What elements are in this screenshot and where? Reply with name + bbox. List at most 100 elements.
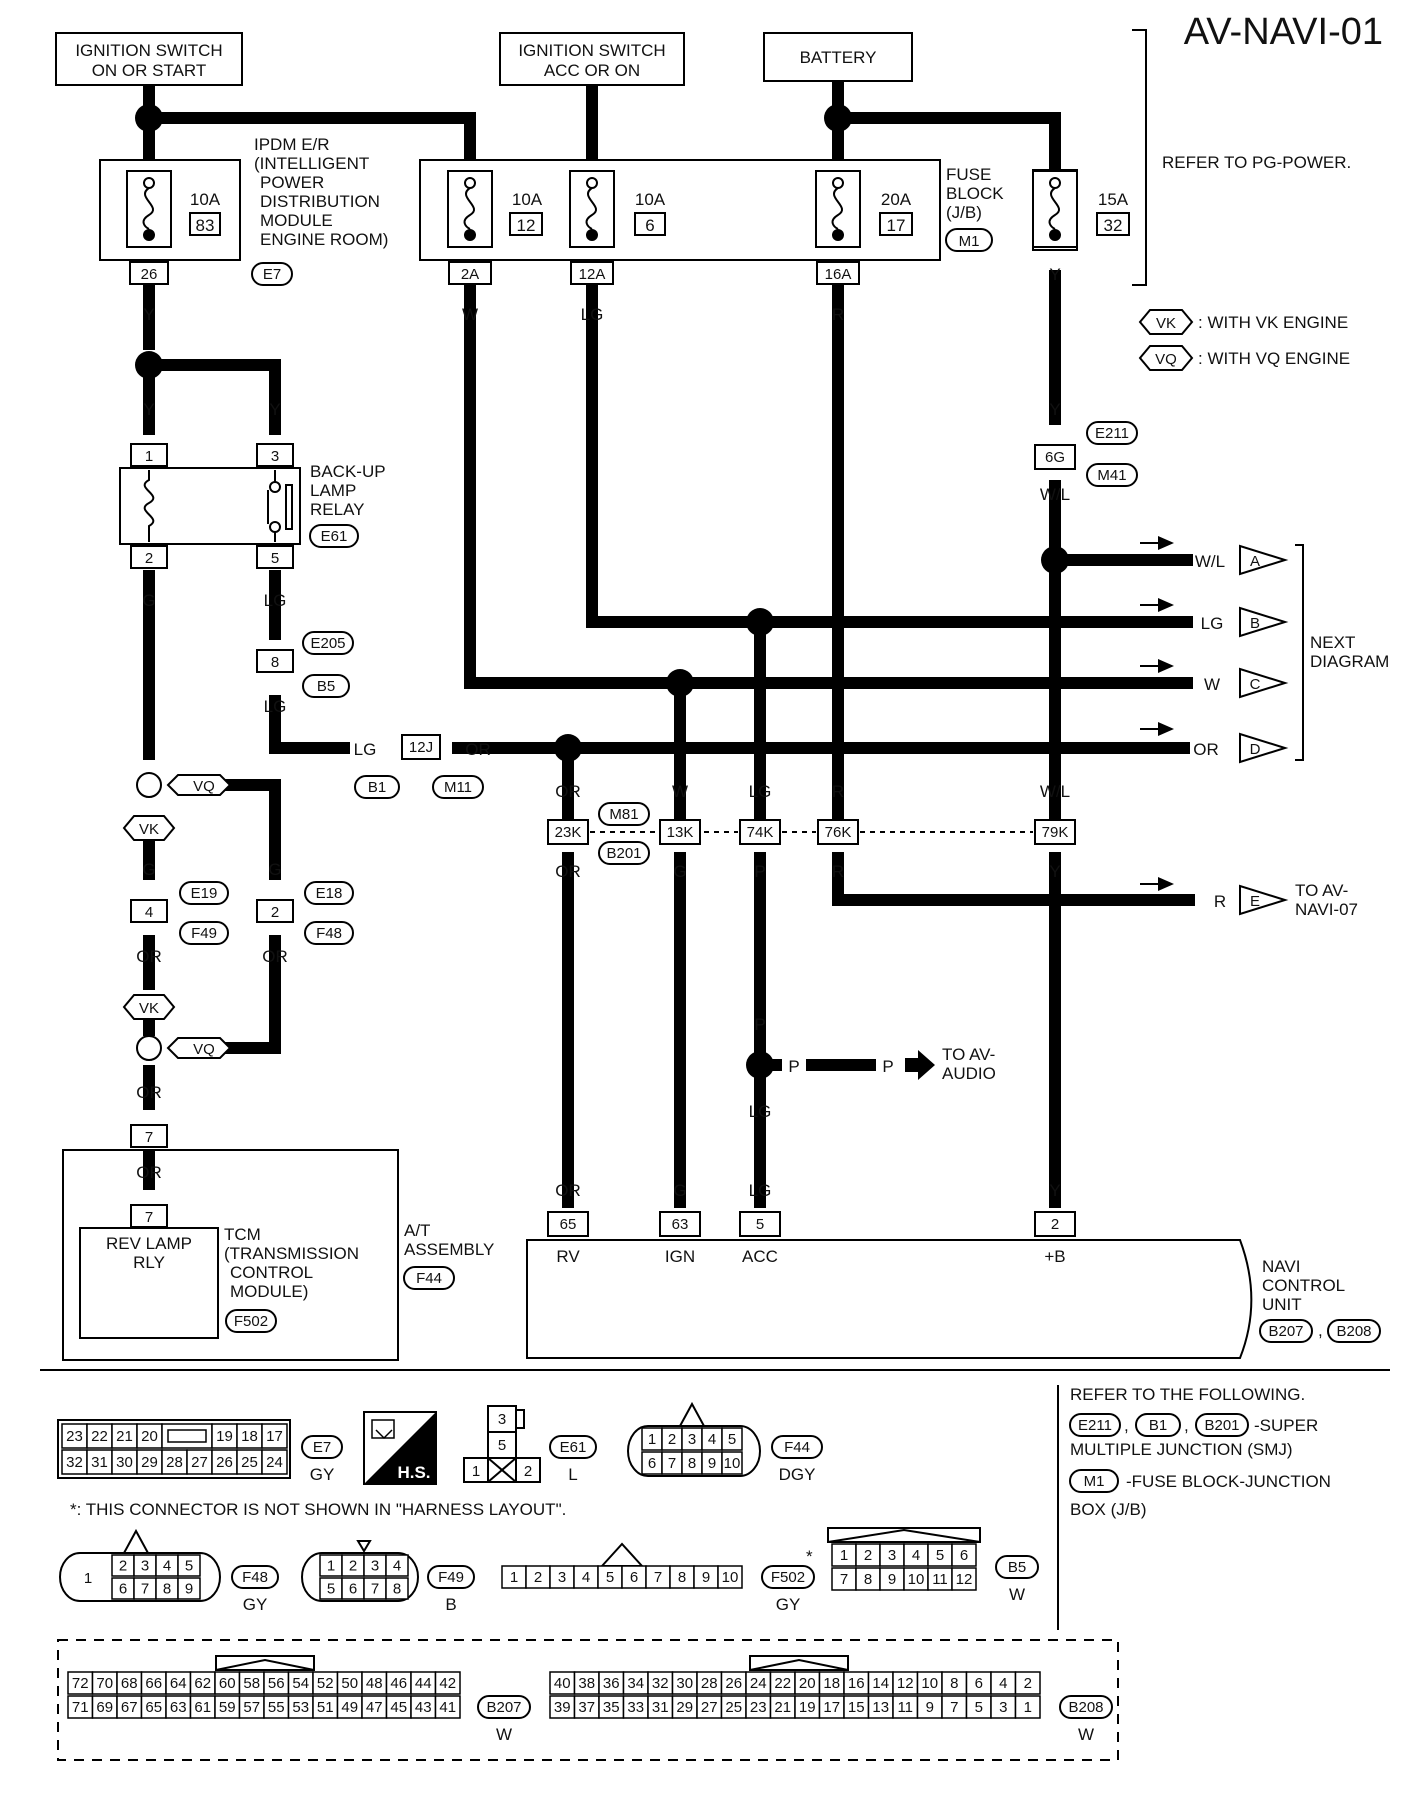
junction-connector: E19 bbox=[191, 885, 218, 902]
wire-color-label: Y bbox=[143, 305, 154, 324]
pin-number: 5 bbox=[327, 1581, 335, 1598]
pin: 2 bbox=[524, 1463, 532, 1480]
pin-number: 16 bbox=[848, 1675, 865, 1692]
hs-icon: H.S. bbox=[363, 1411, 437, 1485]
smj-pin: 76K bbox=[825, 824, 852, 841]
pin-number: 63 bbox=[170, 1699, 187, 1716]
connector-id: E7 bbox=[313, 1439, 331, 1456]
relay-terminal: 1 bbox=[145, 448, 153, 465]
arrow-letter: D bbox=[1250, 741, 1261, 758]
pin-number: 21 bbox=[116, 1428, 133, 1445]
junction-connector: B5 bbox=[317, 678, 335, 695]
wire-color-label: LG bbox=[1201, 614, 1224, 633]
pin-number: 49 bbox=[341, 1699, 358, 1716]
tcm-at-assembly: 7 OR 7 REV LAMP RLY TCM (TRANSMISSION CO… bbox=[62, 1124, 494, 1361]
jb-tag: M1 bbox=[1084, 1473, 1105, 1490]
wire-color-label: W/L bbox=[1195, 552, 1225, 571]
tcm-box-label-2: RLY bbox=[133, 1253, 165, 1272]
pin-number: 1 bbox=[648, 1431, 656, 1448]
fuse-number: 32 bbox=[1104, 216, 1123, 235]
fuse-block-terminal: 12A bbox=[579, 266, 606, 283]
pin-number: 3 bbox=[888, 1547, 896, 1564]
fuse-number: 12 bbox=[517, 216, 536, 235]
wire-color-label: R bbox=[1214, 892, 1226, 911]
ipdm-label-6: ENGINE ROOM) bbox=[260, 230, 388, 249]
pin-number: 19 bbox=[799, 1699, 816, 1716]
pin-number: 1 bbox=[327, 1558, 335, 1575]
notes: REFER TO THE FOLLOWING. E211 , B1 , B201… bbox=[70, 1385, 1331, 1519]
ipdm-fuse-amp: 10A bbox=[190, 190, 221, 209]
backup-lamp-relay: Y Y 1 3 2 5 BACK-UP LAMP RELAY E61 G LG bbox=[119, 400, 386, 610]
pin-number: 14 bbox=[872, 1675, 889, 1692]
pin-cell bbox=[721, 1427, 743, 1451]
pin-number: 3 bbox=[141, 1558, 149, 1575]
pin-number: 26 bbox=[216, 1454, 233, 1471]
next-diagram-outputs: W/L A LG B W C OR D NEXT DIAGRAM bbox=[1140, 536, 1389, 764]
pin-number: 22 bbox=[774, 1675, 791, 1692]
tcm-label-1: TCM bbox=[224, 1225, 261, 1244]
pin-number: 6 bbox=[630, 1569, 638, 1586]
pin-number: 46 bbox=[390, 1675, 407, 1692]
pin-number: 4 bbox=[912, 1547, 920, 1564]
fuse-block-label-2: BLOCK bbox=[946, 184, 1004, 203]
pin-cell bbox=[61, 1423, 88, 1449]
pin-number: 72 bbox=[72, 1675, 89, 1692]
pin-number: 11 bbox=[932, 1571, 948, 1588]
connector-id: B208 bbox=[1068, 1699, 1103, 1716]
pin-number: 2 bbox=[119, 1558, 127, 1575]
wire-color-label: OR bbox=[136, 1163, 162, 1182]
connector-color: GY bbox=[776, 1595, 801, 1614]
pin-number: 3 bbox=[371, 1558, 379, 1575]
relay-label-2: LAMP bbox=[310, 481, 356, 500]
pin-number: 9 bbox=[926, 1699, 934, 1716]
navi-pin-name: IGN bbox=[665, 1247, 695, 1266]
pin-number: 7 bbox=[141, 1581, 149, 1598]
pin-number: 38 bbox=[578, 1675, 595, 1692]
pin-12j-box bbox=[401, 734, 441, 760]
pin-number: 4 bbox=[393, 1558, 401, 1575]
navi-control-unit: OR G LG Y 65 63 5 2 RV IGN ACC +B NAVI C… bbox=[526, 1181, 1381, 1359]
pin-number: 60 bbox=[219, 1675, 236, 1692]
fuse-amp: 10A bbox=[635, 190, 666, 209]
junction-pin: 6G bbox=[1045, 449, 1065, 466]
pin-number: 61 bbox=[194, 1699, 211, 1716]
pin-number: 59 bbox=[219, 1699, 236, 1716]
source-label-2: ON OR START bbox=[92, 61, 207, 80]
pin-number: 52 bbox=[317, 1675, 334, 1692]
navi-label-3: UNIT bbox=[1262, 1295, 1302, 1314]
wire-color-label: R bbox=[832, 782, 844, 801]
wire-color-label: Y bbox=[269, 400, 280, 419]
navi-pin: 2 bbox=[1051, 1216, 1059, 1233]
vk-vq-branch: VQ VK G G 4 2 E19 F49 E18 F48 OR OR VK V… bbox=[122, 772, 354, 1102]
tcm-label-2: (TRANSMISSION bbox=[224, 1244, 359, 1263]
pin-number: 62 bbox=[194, 1675, 211, 1692]
vq-tag: VQ bbox=[1155, 351, 1177, 368]
ipdm-label-1: IPDM E/R bbox=[254, 135, 330, 154]
pin-cell bbox=[385, 1577, 409, 1600]
pin: 1 bbox=[84, 1570, 92, 1587]
junction-pin: 2 bbox=[271, 904, 279, 921]
pin: 1 bbox=[472, 1463, 480, 1480]
connector-color: L bbox=[568, 1465, 577, 1484]
pin-number: 7 bbox=[654, 1569, 662, 1586]
ipdm-label-5: MODULE bbox=[260, 211, 333, 230]
navi-pin: 5 bbox=[756, 1216, 764, 1233]
pin-number: 69 bbox=[96, 1699, 113, 1716]
pin-number: 8 bbox=[950, 1675, 958, 1692]
pin-blank bbox=[167, 1429, 207, 1443]
not-shown-note: *: THIS CONNECTOR IS NOT SHOWN IN "HARNE… bbox=[70, 1500, 566, 1519]
navi-pin-name: ACC bbox=[742, 1247, 778, 1266]
pin-cell bbox=[385, 1554, 409, 1577]
jb-text-2: BOX (J/B) bbox=[1070, 1500, 1147, 1519]
pin-number: 4 bbox=[163, 1558, 171, 1575]
wire-color-label: LG bbox=[749, 1181, 772, 1200]
pin-number: 6 bbox=[960, 1547, 968, 1564]
pin-number: 64 bbox=[170, 1675, 187, 1692]
pin-number: 54 bbox=[292, 1675, 309, 1692]
fuse-block-label-1: FUSE bbox=[946, 165, 991, 184]
smj-text-1: -SUPER bbox=[1254, 1416, 1318, 1435]
refer-pg-text: REFER TO PG-POWER. bbox=[1162, 153, 1351, 172]
